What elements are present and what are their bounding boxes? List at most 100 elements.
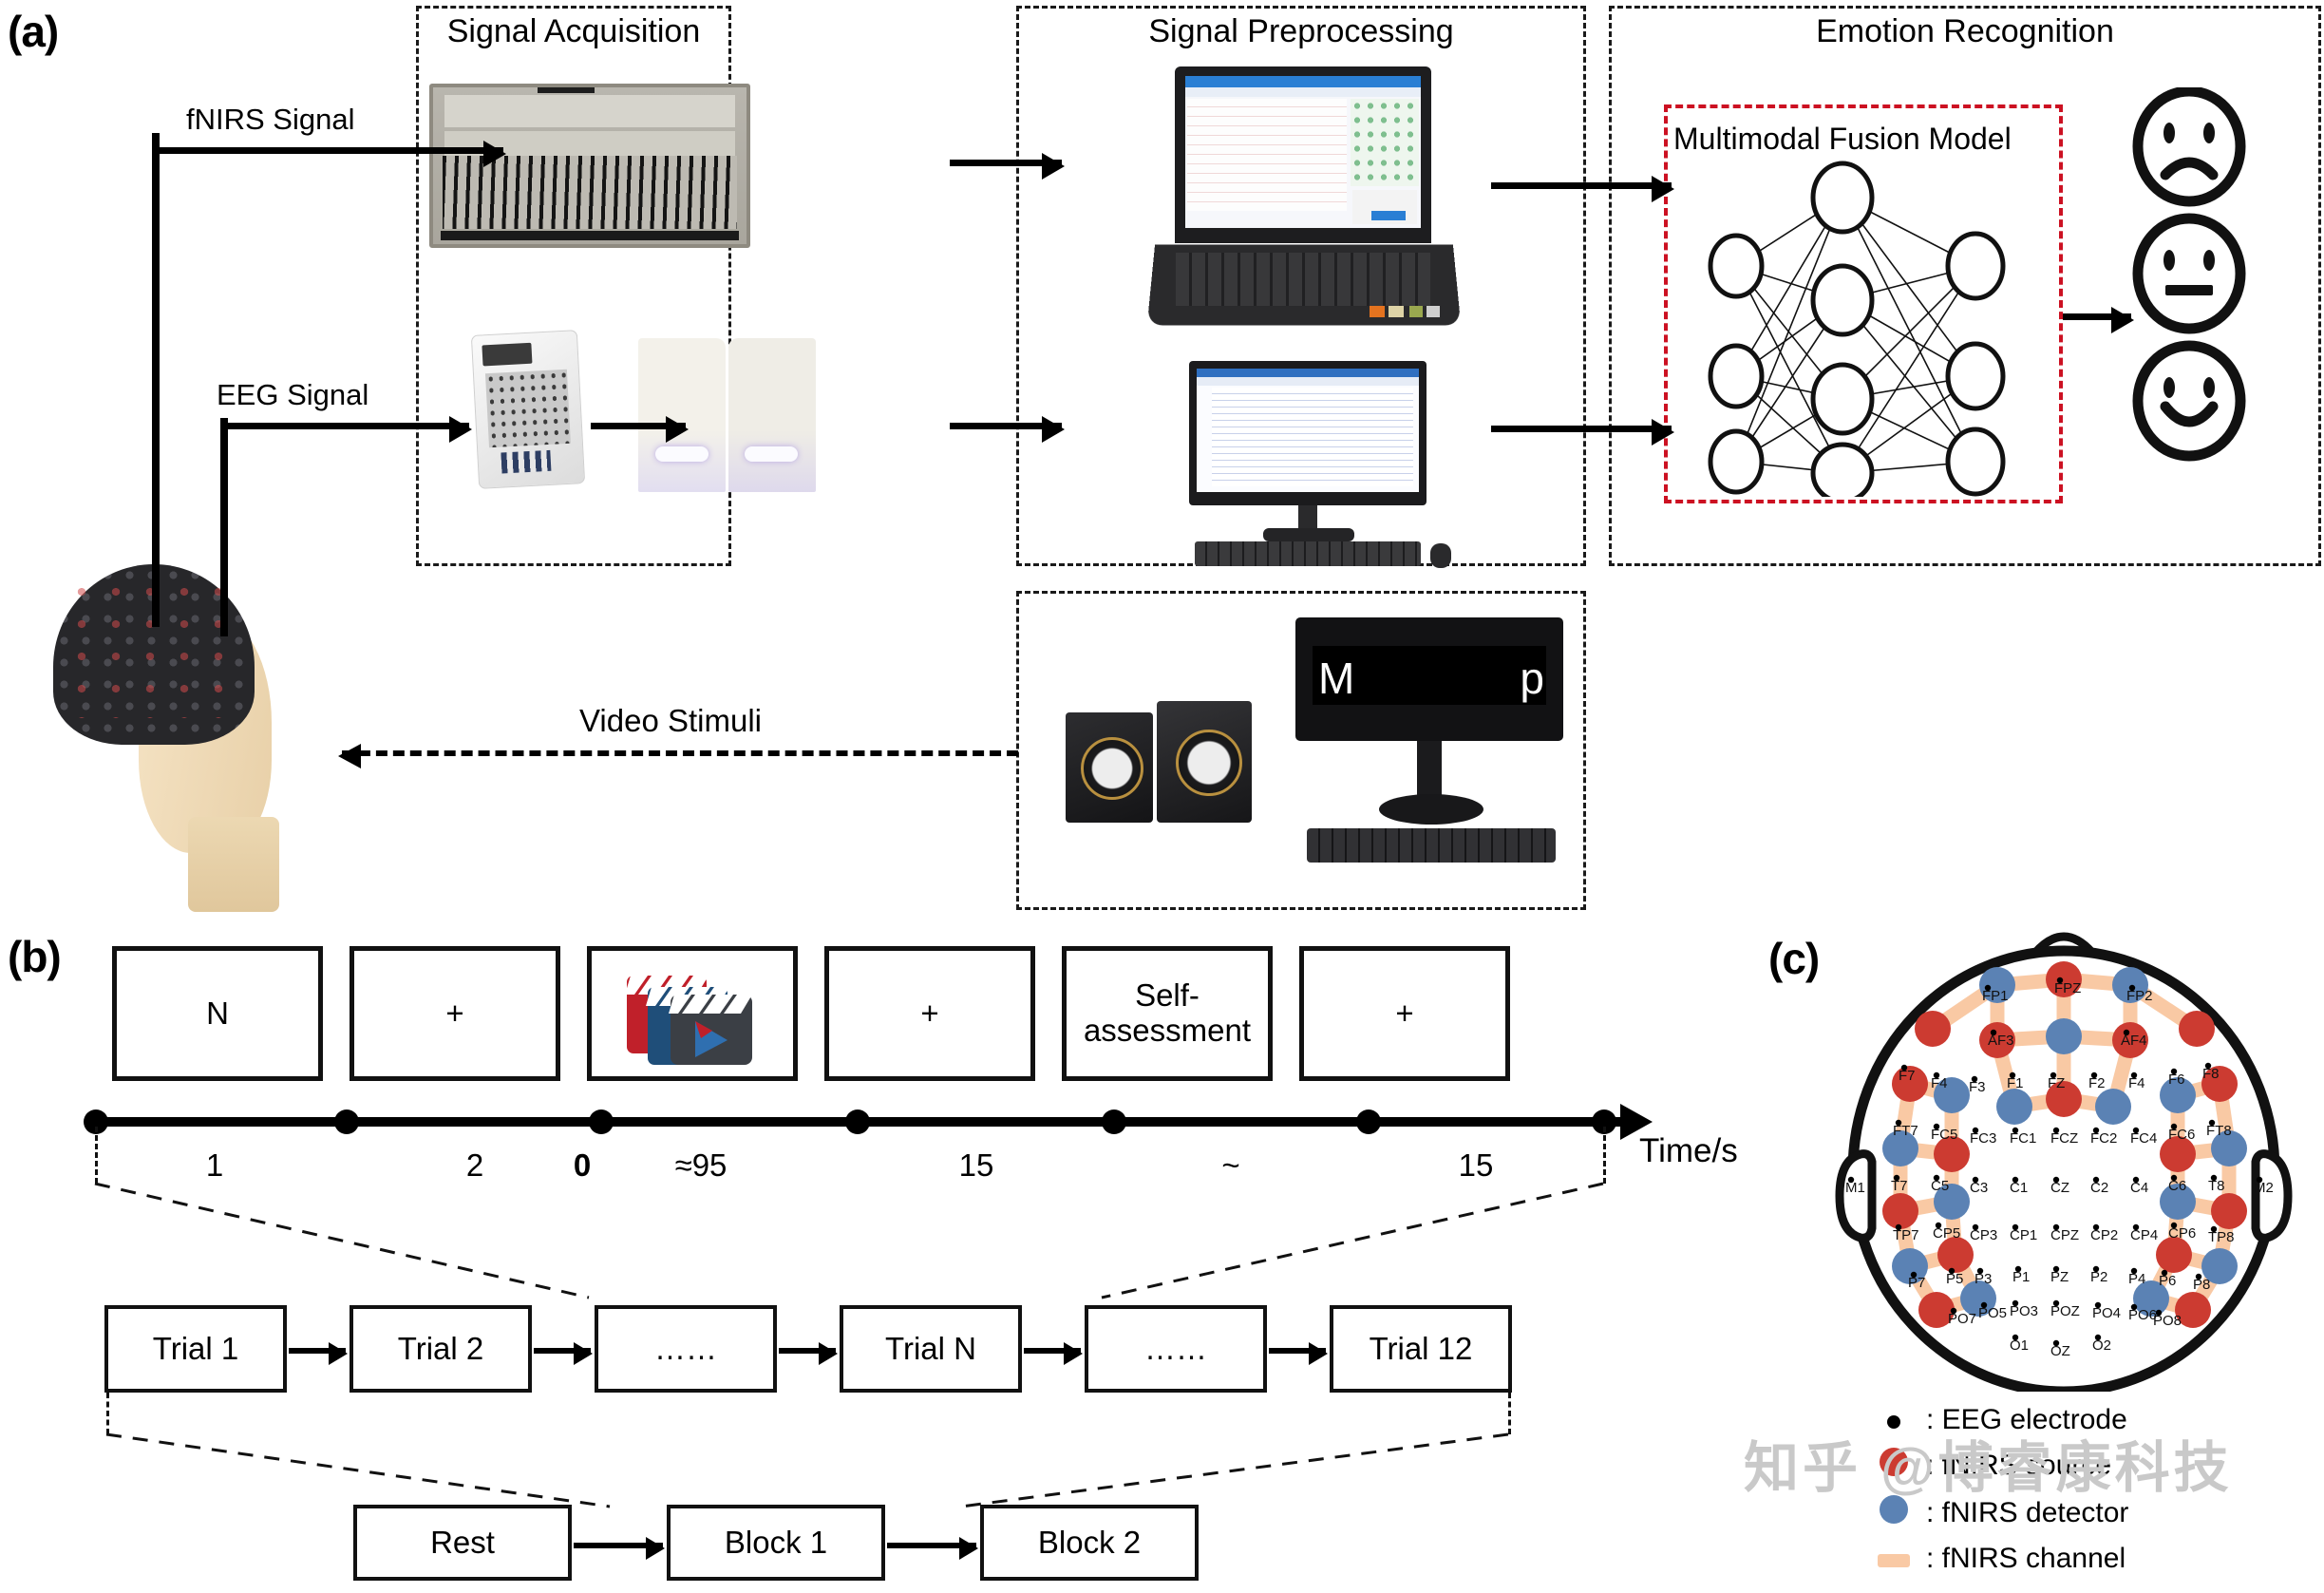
eeg-electrode-label: P2 [2090, 1269, 2107, 1285]
video-stimuli-label: Video Stimuli [579, 703, 762, 738]
eeg-electrode-dot [2170, 1068, 2178, 1075]
time-tick-2 [589, 1109, 614, 1134]
multimodal-fusion-model-label: Multimodal Fusion Model [1673, 122, 2012, 156]
eeg-electrode-label: FC1 [2010, 1130, 2036, 1147]
fnirs-source [1918, 1292, 1955, 1328]
trial-box-3: …… [595, 1305, 777, 1393]
fnirs-trunk-line [152, 133, 160, 627]
timeline-stage-4: + [824, 946, 1035, 1081]
eeg-electrode-label: CP1 [2010, 1227, 2037, 1243]
eeg-electrode-label: P4 [2128, 1271, 2145, 1287]
eeg-electrode-label: AF4 [2121, 1033, 2147, 1049]
eeg-electrode-label: C1 [2010, 1180, 2028, 1196]
fnirs-detector [2133, 1280, 2169, 1317]
legend-fnirs-detector: : fNIRS detector [1867, 1495, 2128, 1531]
eeg-electrode-dot [1895, 1119, 1902, 1127]
arrow-trial-2-3 [534, 1342, 593, 1365]
right-ear [2251, 1149, 2293, 1242]
arrow-preprocessing-to-fusion-bottom [1491, 419, 1674, 446]
eeg-electrode-dot [1971, 1075, 1978, 1083]
eeg-electrode-dot [2050, 1071, 2057, 1079]
eeg-electrode-dot [1933, 1071, 1940, 1079]
eeg-electrode-label: FC2 [2090, 1130, 2117, 1147]
eeg-electrode-dot [1935, 1222, 1942, 1229]
fnirs-source-icon [1867, 1448, 1920, 1484]
fnirs-source [2160, 1136, 2196, 1172]
eeg-electrode-label: PZ [2050, 1269, 2069, 1285]
eeg-electrode-label: P8 [2193, 1277, 2210, 1293]
eeg-electrode-label: FT8 [2206, 1123, 2232, 1139]
trial-box-4: Trial N [840, 1305, 1022, 1393]
legend-fnirs-channel: : fNIRS channel [1867, 1543, 2128, 1575]
time-tick-5 [1356, 1109, 1381, 1134]
eeg-electrode-dot [2012, 1176, 2019, 1184]
fnirs-detector [1996, 1089, 2032, 1125]
eeg-electrode-dot [2210, 1225, 2218, 1233]
eeg-electrode-label: CP6 [2168, 1225, 2196, 1242]
eeg-electrode-dot [2208, 1119, 2216, 1127]
eeg-electrode-label: PO6 [2128, 1307, 2157, 1323]
eeg-electrode-dot [2012, 1127, 2019, 1134]
arrow-block1-to-block2 [887, 1537, 978, 1560]
eeg-electrode-dot [2092, 1176, 2100, 1184]
fnirs-source [2156, 1237, 2192, 1273]
eeg-electrode-dot [2170, 1123, 2178, 1130]
fnirs-detector [1979, 967, 2015, 1003]
eeg-electrode-dot [2092, 1127, 2100, 1134]
timeline-stage-3 [587, 946, 798, 1081]
guide-right-vert [1603, 1127, 1606, 1184]
eeg-electrode-label: CZ [2050, 1180, 2069, 1196]
arrow-trial-1-2 [289, 1342, 348, 1365]
eeg-electrode-label: AF3 [1988, 1033, 2014, 1049]
duration-2: 2 [465, 1147, 484, 1183]
emotion-faces [2132, 87, 2246, 462]
eeg-electrode-label: C6 [2168, 1178, 2186, 1194]
eeg-electrode-label: TP7 [1893, 1227, 1919, 1243]
eeg-electrode-label: FZ [2048, 1075, 2065, 1091]
eeg-electrode-label: M2 [2254, 1180, 2274, 1196]
fnirs-source [1915, 1011, 1951, 1047]
timeline-stage-5: Self-assessment [1062, 946, 1273, 1081]
trial-box-6: Trial 12 [1330, 1305, 1512, 1393]
arrow-rest-to-block1 [574, 1537, 665, 1560]
duration-5: 15 [958, 1147, 994, 1183]
eeg-electrode-label: P6 [2159, 1273, 2176, 1289]
eeg-electrode-dot [2090, 1071, 2098, 1079]
eeg-dot-icon [1867, 1404, 1920, 1436]
eeg-electrode-label: F6 [2168, 1071, 2185, 1088]
time-axis-arrowhead [1620, 1104, 1653, 1140]
eeg-electrode-dot [2092, 1223, 2100, 1231]
trial-to-block-guides [105, 1432, 1509, 1508]
trial-box-5: …… [1085, 1305, 1267, 1393]
guide-left-vert [95, 1127, 98, 1184]
guide-trial-right-vert [1508, 1393, 1511, 1434]
duration-3: 0 [573, 1147, 592, 1183]
time-tick-3 [845, 1109, 870, 1134]
eeg-electrode-dot [2056, 977, 2064, 984]
eeg-electrode-dot [2052, 1127, 2060, 1134]
signal-preprocessing-title: Signal Preprocessing [1148, 13, 1454, 49]
eeg-electrode-label: TP8 [2208, 1229, 2235, 1245]
eeg-electrode-dot [2195, 1273, 2202, 1280]
eeg-electrode-label: PO5 [1978, 1305, 2007, 1321]
signal-acquisition-box [416, 6, 731, 566]
eeg-electrode-label: PO4 [2092, 1305, 2121, 1321]
arrow-trial-3-4 [779, 1342, 838, 1365]
eeg-electrode-dot [2012, 1299, 2019, 1307]
fnirs-source [1882, 1193, 1918, 1229]
eeg-electrode-label: T8 [2208, 1178, 2225, 1194]
signal-acquisition-title: Signal Acquisition [446, 13, 701, 49]
eeg-electrode-dot [2014, 1265, 2022, 1273]
eeg-electrode-label: F3 [1969, 1079, 1986, 1095]
fnirs-detector [2112, 967, 2148, 1003]
eeg-electrode-label: FPZ [2054, 980, 2081, 996]
eeg-electrode-dot [2130, 1267, 2138, 1275]
fnirs-detector [2160, 1184, 2196, 1220]
eeg-electrode-dot [1972, 1223, 1979, 1231]
block-box-2: Block 2 [980, 1505, 1199, 1581]
eeg-trunk-line [220, 418, 228, 636]
eeg-electrode-dot [1950, 1307, 1957, 1315]
eeg-electrode-dot [2052, 1176, 2060, 1184]
eeg-electrode-label: FT7 [1893, 1123, 1918, 1139]
trial-box-2: Trial 2 [350, 1305, 532, 1393]
